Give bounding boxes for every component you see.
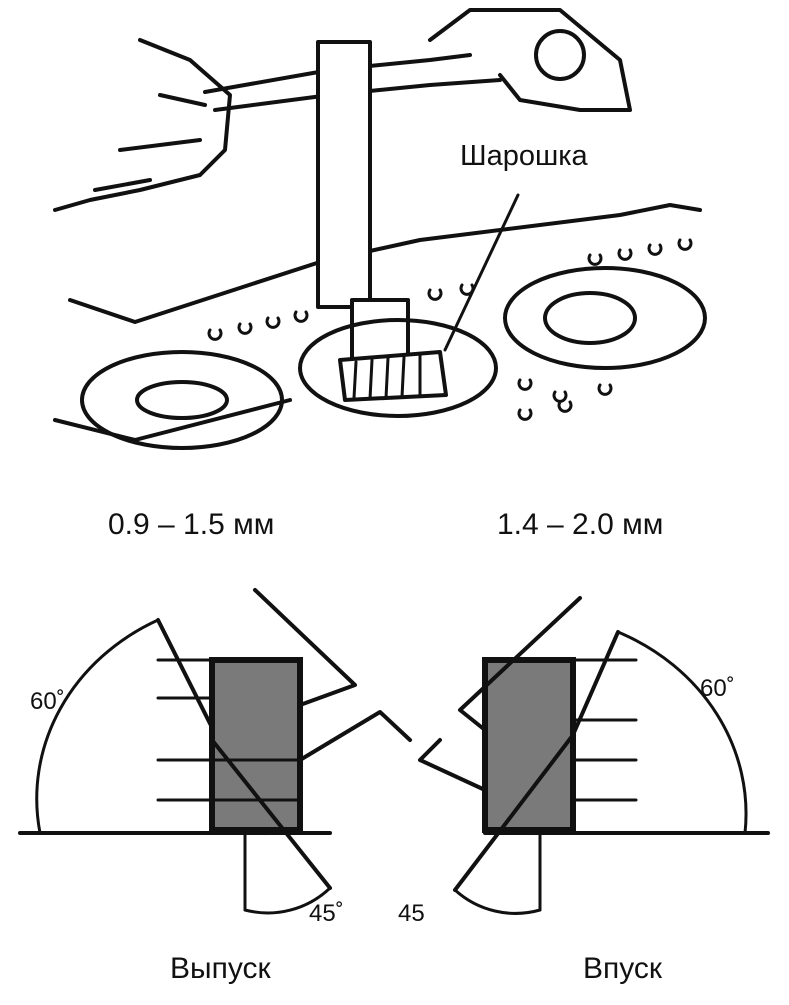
- exhaust-seat-insert: [209, 657, 303, 833]
- head-top-edge: [68, 203, 702, 324]
- intake-valve-profile: [418, 596, 582, 792]
- t-handle-bar-top: [203, 53, 472, 94]
- hand-fingers: [93, 93, 207, 192]
- intake-seat-insert: [482, 657, 576, 833]
- cutter-label: Шарошка: [460, 140, 588, 172]
- intake-45-arc: [453, 888, 542, 915]
- right-valve-inner: [543, 291, 637, 345]
- exhaust-45-line: [210, 738, 332, 890]
- center-valve-port: [298, 318, 498, 418]
- t-handle-bar-bottom: [213, 78, 502, 112]
- intake-caption: Впуск: [583, 952, 663, 985]
- cutter-leader-line: [443, 193, 520, 352]
- left-valve-inner: [135, 380, 229, 420]
- intake-seat-width: 1.4 – 2.0 мм: [497, 508, 664, 541]
- head-lower-edge: [53, 398, 292, 442]
- intake-angle-45: 45: [398, 900, 425, 927]
- exhaust-caption: Выпуск: [170, 952, 271, 985]
- exhaust-seat-section: [18, 588, 412, 915]
- head-bolt-holes: [207, 238, 693, 421]
- knob-outline: [428, 8, 632, 112]
- exhaust-seat-width: 0.9 – 1.5 мм: [108, 508, 275, 541]
- intake-60-arc: [616, 630, 748, 835]
- intake-45-line: [453, 733, 575, 892]
- cylinder-head-illustration: [53, 8, 707, 450]
- exhaust-60-arc: [35, 618, 160, 835]
- exhaust-angle-60: 60˚: [30, 688, 65, 715]
- cutter-teeth: [352, 353, 422, 401]
- exhaust-45-arc: [243, 886, 332, 915]
- exhaust-angle-45: 45˚: [309, 900, 344, 927]
- hand-outline: [53, 38, 232, 212]
- exhaust-valve-profile: [253, 588, 412, 762]
- cutter-shaft: [316, 40, 372, 309]
- cutter-pilot: [350, 298, 410, 364]
- intake-seat-section: [418, 596, 770, 915]
- intake-angle-60: 60˚: [700, 675, 735, 702]
- knob-circle: [534, 29, 586, 81]
- left-valve-port: [80, 350, 284, 450]
- right-valve-port: [503, 266, 707, 370]
